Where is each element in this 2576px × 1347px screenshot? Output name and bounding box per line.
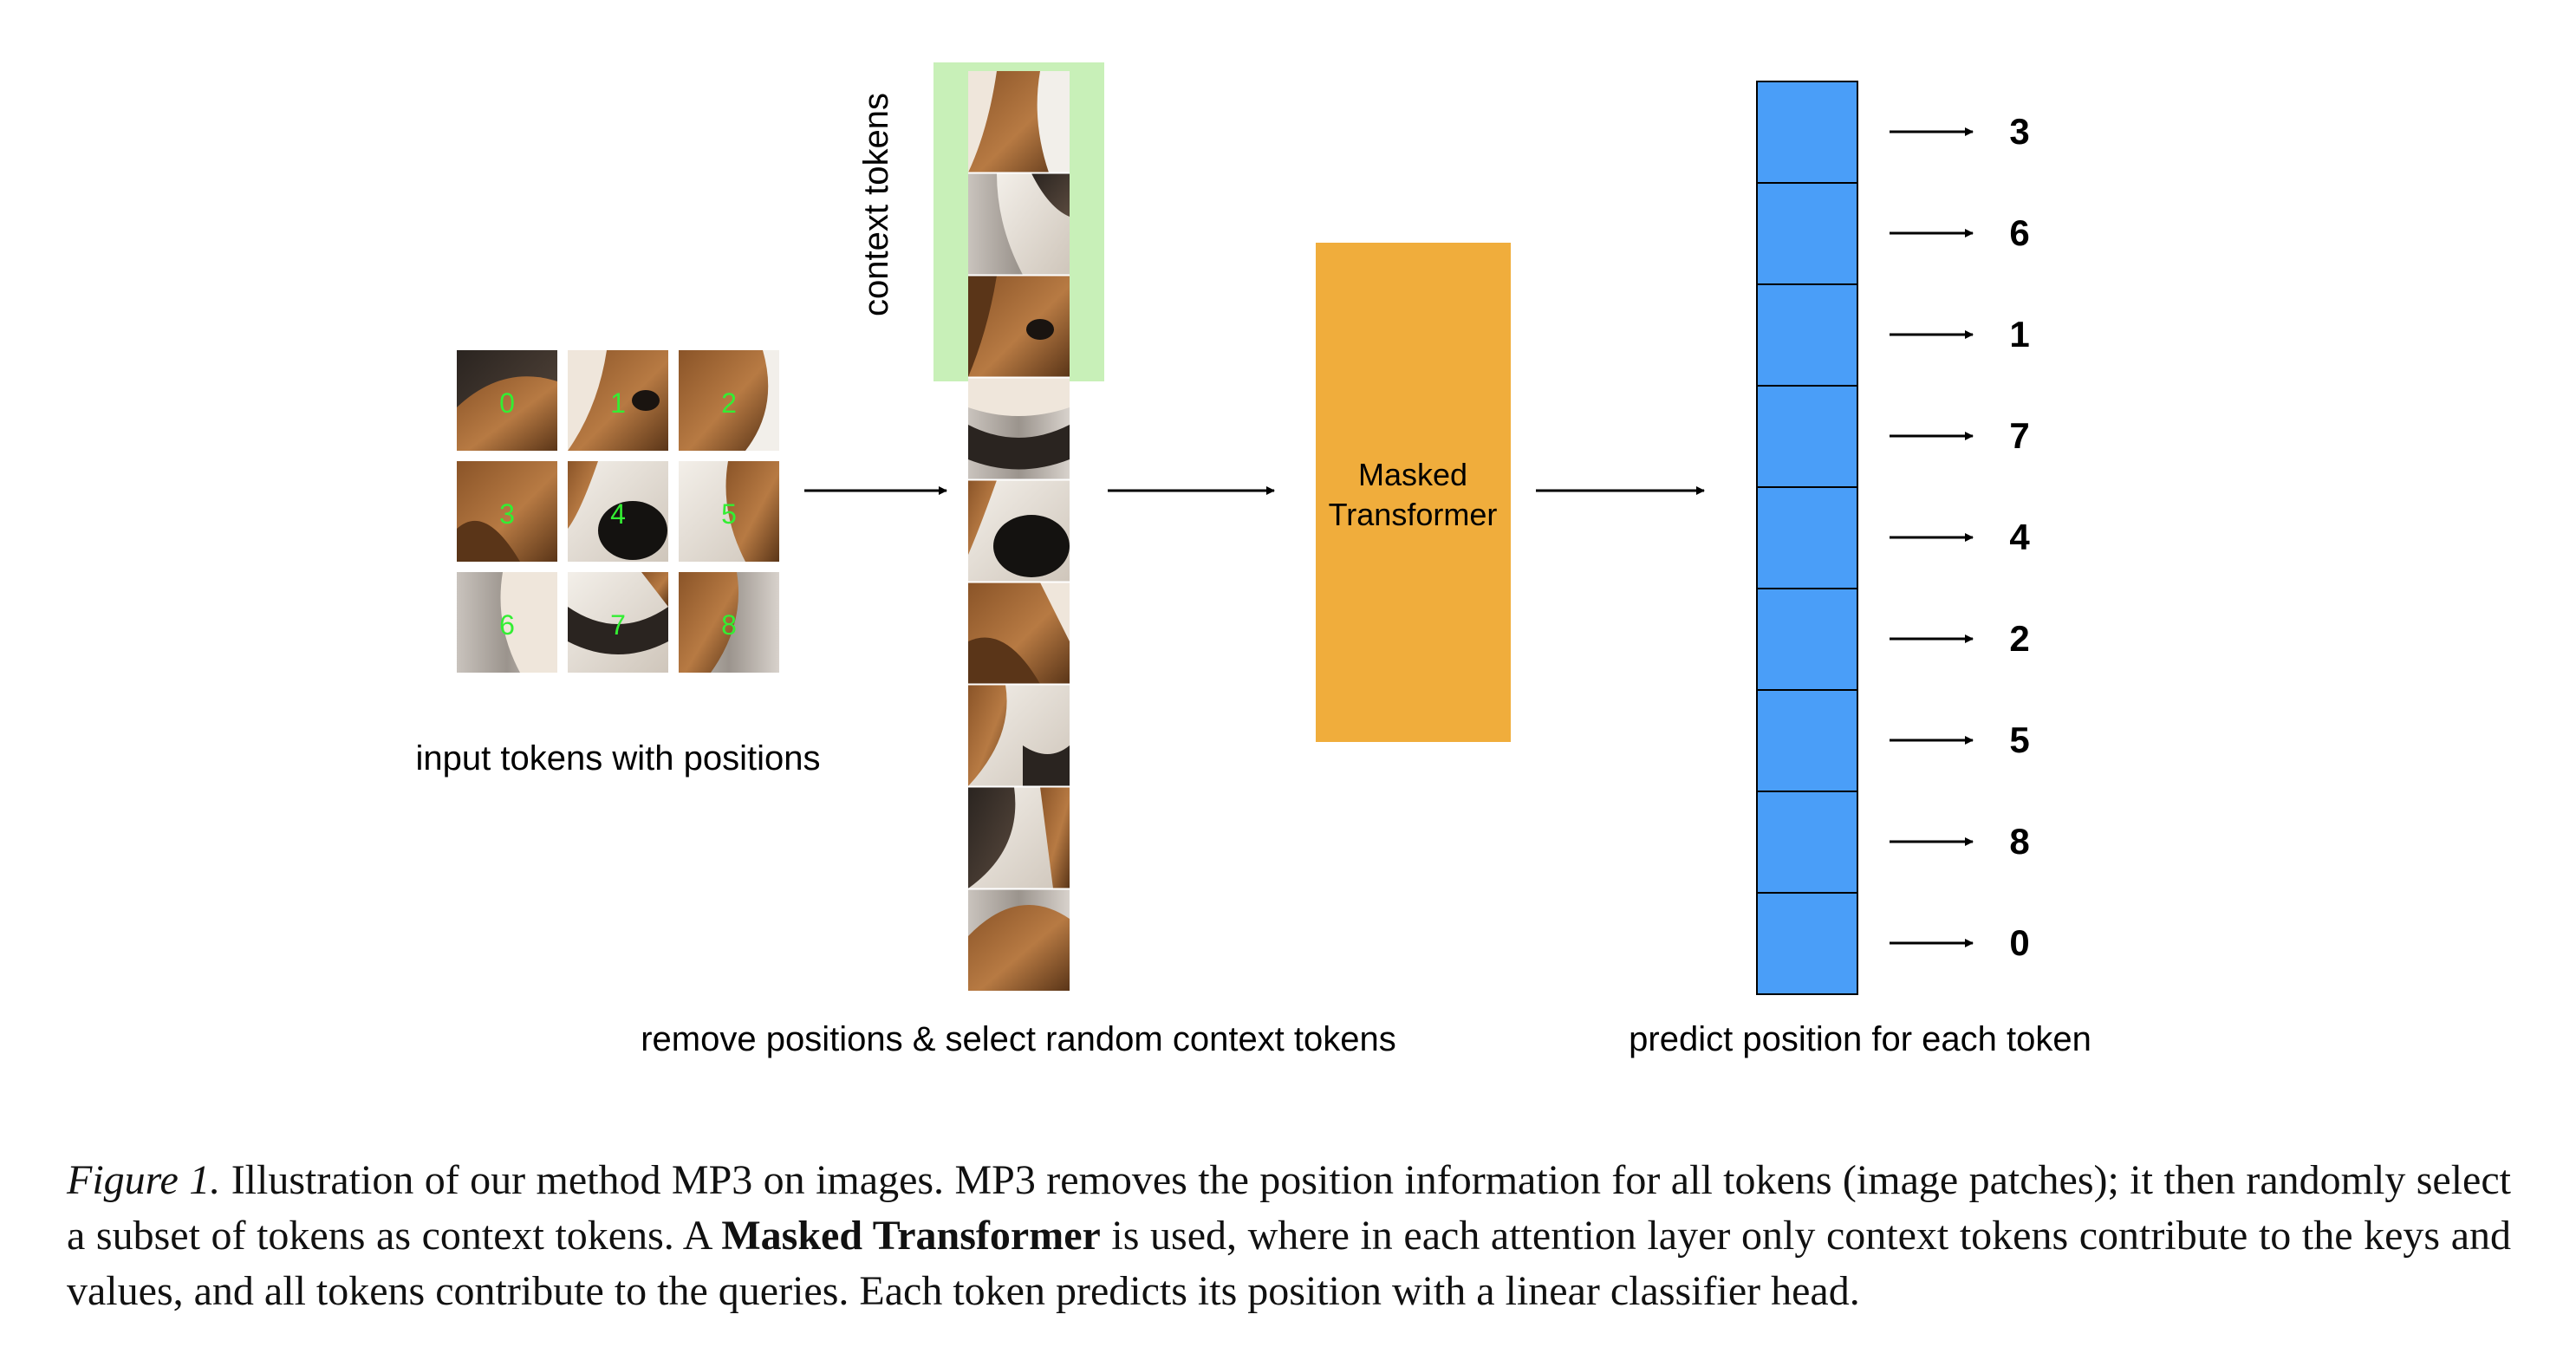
output-cell [1756, 385, 1858, 488]
output-cell [1756, 182, 1858, 285]
caption-text-a: Illustration of our method MP3 on images… [67, 1157, 2512, 1259]
output-cell [1756, 689, 1858, 792]
caption-bold-term: Masked Transformer [721, 1213, 1101, 1259]
patch-label-8: 8 [721, 609, 737, 641]
patch-3 [457, 461, 557, 562]
masked-transformer-box [1316, 243, 1511, 742]
patch-label-7: 7 [610, 609, 626, 641]
patch-label-4: 4 [610, 498, 626, 530]
predicted-position: 7 [2009, 415, 2029, 456]
shuffled-token [968, 276, 1070, 377]
patch-1 [568, 350, 668, 451]
shuffled-token [968, 889, 1070, 991]
patch-label-6: 6 [499, 609, 515, 641]
shuffled-token [968, 480, 1070, 582]
transformer-label-line1: Masked [1358, 457, 1467, 492]
predicted-position: 1 [2009, 314, 2029, 355]
output-cell [1756, 283, 1858, 387]
shuffled-token [968, 787, 1070, 888]
patch-label-3: 3 [499, 498, 515, 530]
method-diagram: 0 1 2 3 4 5 6 7 8 input tokens with posi… [416, 62, 2091, 1058]
output-cell [1756, 892, 1858, 995]
predicted-positions: 3 6 1 7 4 2 5 8 0 [2009, 111, 2030, 963]
shuffled-token [968, 71, 1070, 172]
patch-label-5: 5 [721, 498, 737, 530]
predicted-position: 2 [2009, 618, 2029, 659]
patch-4 [568, 461, 668, 562]
patch-label-1: 1 [610, 387, 626, 419]
token-separators [968, 172, 1070, 890]
output-caption: predict position for each token [1629, 1020, 2091, 1058]
input-patch-grid: 0 1 2 3 4 5 6 7 8 [457, 350, 779, 673]
predicted-position: 0 [2009, 922, 2029, 963]
prediction-arrows [1890, 127, 1974, 947]
predicted-position: 4 [2009, 517, 2030, 557]
output-token-column [1756, 81, 1858, 995]
predicted-position: 3 [2009, 111, 2029, 152]
output-cell [1756, 486, 1858, 589]
patch-6 [457, 572, 557, 673]
shuffled-token [968, 173, 1070, 275]
patch-label-2: 2 [721, 387, 737, 419]
caption-text-b: is used, where in each attention layer o… [67, 1213, 2512, 1314]
patch-label-0: 0 [499, 387, 515, 419]
context-tokens-label: context tokens [857, 93, 895, 316]
output-cell [1756, 588, 1858, 691]
input-grid-caption: input tokens with positions [416, 739, 821, 778]
patch-8 [679, 572, 779, 673]
output-cell [1756, 791, 1858, 894]
patch-2 [679, 350, 779, 451]
figure-label: Figure 1. [67, 1157, 221, 1203]
context-column-caption: remove positions & select random context… [641, 1020, 1396, 1058]
predicted-position: 6 [2009, 212, 2029, 253]
shuffled-token [968, 378, 1070, 479]
patch-7 [568, 572, 668, 673]
patch-5 [679, 461, 779, 562]
shuffled-token [968, 582, 1070, 684]
shuffled-token [968, 685, 1070, 786]
transformer-label-line2: Transformer [1329, 497, 1498, 532]
predicted-position: 8 [2009, 821, 2029, 862]
predicted-position: 5 [2009, 719, 2029, 760]
patch-0 [457, 350, 557, 451]
shuffled-token-column [968, 71, 1070, 991]
output-cell [1756, 81, 1858, 184]
figure-caption: Figure 1. Illustration of our method MP3… [67, 1153, 2511, 1319]
